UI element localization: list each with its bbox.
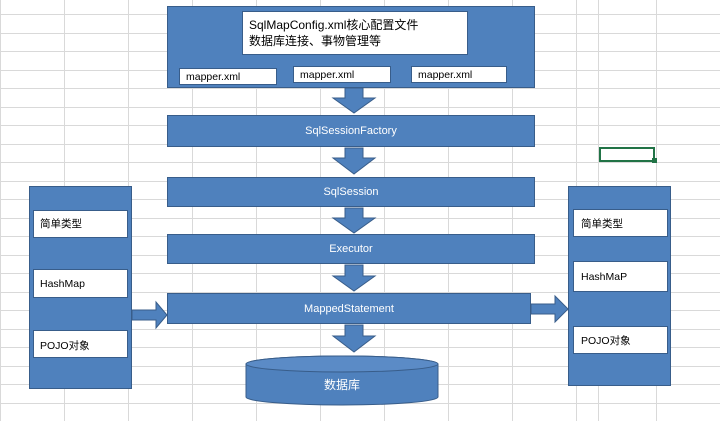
down-arrow-icon <box>331 87 377 114</box>
input-hashmap: HashMap <box>33 269 128 298</box>
selected-cell[interactable] <box>599 147 655 162</box>
executor-label: Executor <box>329 243 373 255</box>
config-description: SqlMapConfig.xml核心配置文件 数据库连接、事物管理等 <box>242 11 468 55</box>
input-types-panel: 简单类型 HashMap POJO对象 <box>29 186 132 389</box>
config-title: SqlMapConfig.xml核心配置文件 <box>249 18 419 32</box>
config-subtitle: 数据库连接、事物管理等 <box>249 34 382 48</box>
output-pojo: POJO对象 <box>573 326 668 354</box>
sqlsessionfactory-box: SqlSessionFactory <box>167 115 535 147</box>
mapper-file-2: mapper.xml <box>293 66 391 83</box>
executor-box: Executor <box>167 234 535 264</box>
down-arrow-icon <box>331 207 377 234</box>
config-panel: SqlMapConfig.xml核心配置文件 数据库连接、事物管理等 mappe… <box>167 6 535 88</box>
down-arrow-icon <box>331 324 377 353</box>
input-simple-type: 简单类型 <box>33 210 128 238</box>
mapper-file-1: mapper.xml <box>179 68 277 85</box>
down-arrow-icon <box>331 264 377 292</box>
input-pojo: POJO对象 <box>33 330 128 358</box>
right-arrow-icon <box>131 300 168 330</box>
sqlsessionfactory-label: SqlSessionFactory <box>305 125 397 137</box>
sqlsession-box: SqlSession <box>167 177 535 207</box>
output-hashmap: HashMaP <box>573 261 668 292</box>
mappedstatement-label: MappedStatement <box>304 303 394 315</box>
sqlsession-label: SqlSession <box>323 186 379 198</box>
mappedstatement-box: MappedStatement <box>167 293 531 324</box>
output-types-panel: 简单类型 HashMaP POJO对象 <box>568 186 671 386</box>
database-label: 数据库 <box>324 377 360 392</box>
down-arrow-icon <box>331 147 377 175</box>
fill-handle[interactable] <box>652 158 657 163</box>
output-simple-type: 简单类型 <box>573 209 668 237</box>
mapper-file-3: mapper.xml <box>411 66 507 83</box>
right-arrow-icon <box>530 294 569 324</box>
